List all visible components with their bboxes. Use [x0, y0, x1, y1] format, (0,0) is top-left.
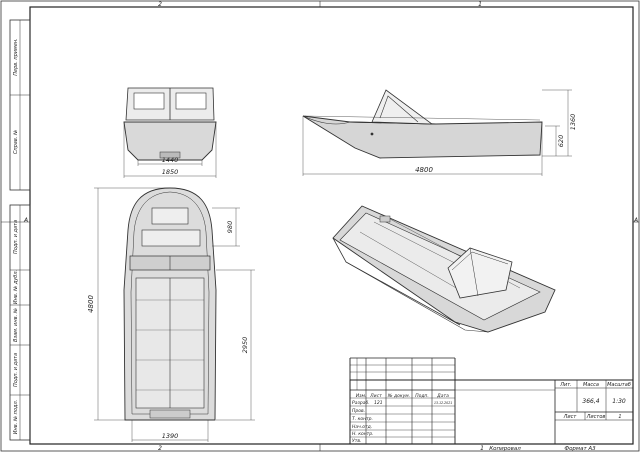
zone-label-top-right: 1 [478, 1, 482, 8]
tb-header-date: Дата [436, 393, 449, 399]
side-view [302, 89, 572, 176]
tb-developer-date: 13.12.2021 [434, 401, 452, 405]
dim-plan-bottom-width: 1390 [162, 432, 179, 440]
side-label-reference: Справ. № [13, 130, 19, 154]
front-view [123, 87, 217, 178]
dim-plan-floor: 2950 [241, 337, 249, 354]
title-block [349, 357, 634, 445]
side-label-orig-inv: Инв. № подл. [13, 400, 19, 435]
footer-format: Формат А3 [564, 446, 596, 452]
dim-side-length: 4800 [415, 166, 433, 174]
title-block-text: Изм. Лист № докум. Подп. Дата Разраб. 12… [352, 382, 631, 444]
tb-sheets-label: Листов [586, 414, 606, 420]
side-label-first-use: Перв. примен. [13, 38, 19, 76]
tb-header-change: Изм. [356, 393, 367, 399]
tb-role-dept-head: Нач.отд. [352, 424, 372, 430]
zone-label-bottom-left: 2 [158, 445, 162, 452]
zone-label-right-A: A [633, 217, 638, 224]
tb-lit-label: Лит. [559, 382, 572, 388]
tb-scale-value: 1:30 [612, 398, 626, 405]
side-label-sign-date-2: Подп. и дата [13, 353, 19, 387]
tb-header-sheet: Лист [369, 393, 382, 399]
tb-mass-label: Масса [583, 382, 599, 388]
tb-header-sign: Подп. [415, 393, 429, 399]
tb-scale-label: Масштаб [607, 382, 631, 388]
footer-copied: Копировал [489, 446, 521, 452]
zone-label-left-A: A [23, 217, 28, 224]
tb-role-norm-control: Н. контр. [352, 431, 374, 437]
side-column: Перв. примен. Справ. № Подп. и дата Инв.… [9, 19, 31, 441]
zone-label-top-left: 2 [158, 1, 162, 8]
dim-front-outer-width: 1850 [162, 168, 179, 176]
side-label-dup-inv: Инв. № дубл. [13, 270, 19, 304]
isometric-view [332, 205, 556, 333]
tb-header-doc-no: № докум. [387, 393, 410, 399]
tb-role-approved: Утв. [352, 438, 361, 444]
dim-plan-length: 4800 [87, 295, 95, 313]
side-label-replace-inv: Взам. инв. № [13, 308, 19, 342]
dim-side-height: 1360 [569, 114, 577, 131]
side-label-sign-date-1: Подп. и дата [13, 220, 19, 254]
tb-sheet-label: Лист [563, 414, 578, 420]
plan-view [94, 187, 255, 442]
tb-mass-value: 366,4 [582, 398, 599, 405]
zone-label-bottom-right: 1 [480, 445, 484, 452]
tb-role-tech-control: Т. контр. [352, 416, 373, 422]
tb-sheets-value: 1 [618, 414, 621, 420]
tb-role-checked: Пров. [352, 408, 365, 414]
tb-role-developer: Разраб. [352, 400, 370, 406]
dim-plan-cabin: 980 [226, 221, 234, 233]
tb-developer-value: 121 [374, 400, 383, 406]
dim-side-transom: 620 [557, 135, 565, 147]
dim-front-inner-width: 1440 [162, 156, 179, 164]
